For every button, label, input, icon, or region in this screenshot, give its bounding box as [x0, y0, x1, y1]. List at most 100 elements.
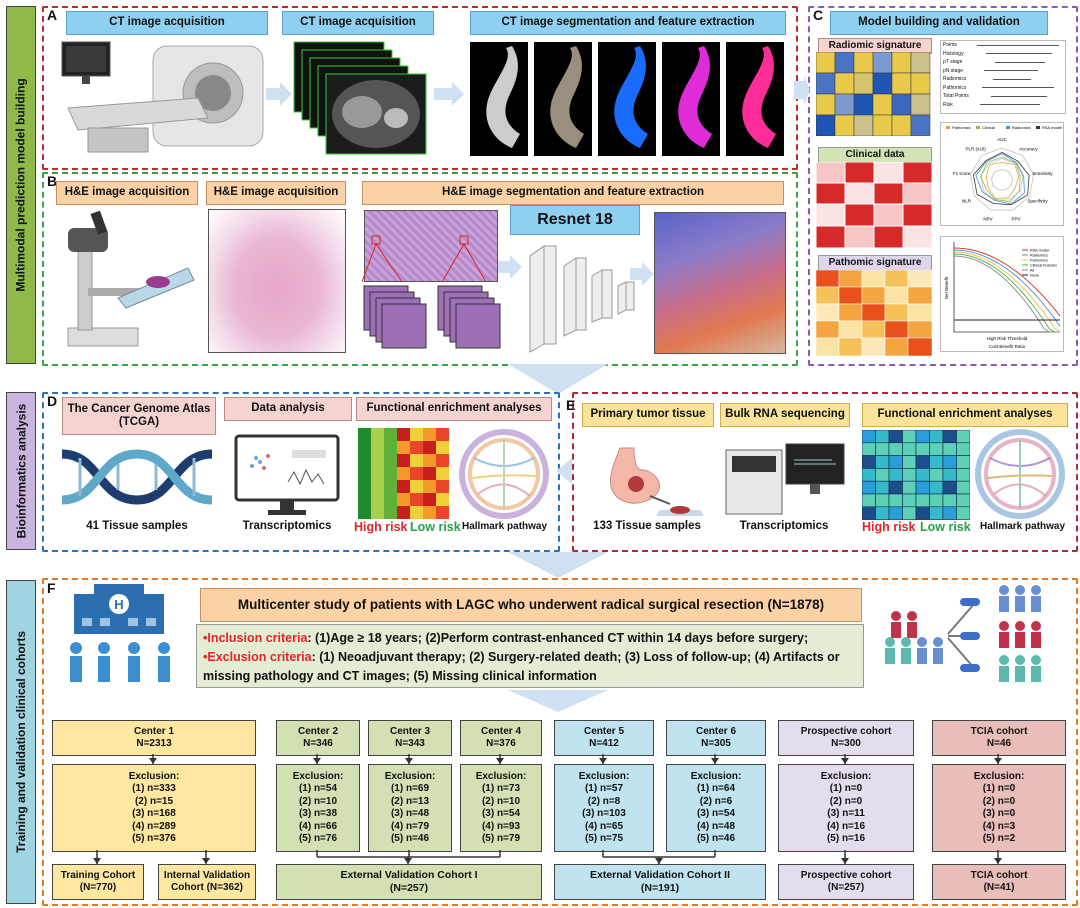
dca-legend-label: RSA model — [1030, 249, 1049, 253]
exclusion-item: (5) n=46 — [390, 833, 430, 844]
computer-monitor-icon — [234, 434, 340, 515]
heatmap-cell — [915, 455, 930, 469]
exclusion-item: (1) n=69 — [390, 783, 430, 794]
heatmap-cell — [423, 480, 436, 493]
exclusion-item: (3) n=168 — [132, 808, 176, 819]
radar-axis-label: F1 score — [953, 171, 971, 176]
radar-legend-label: Pathomics — [952, 125, 971, 130]
exclusion-heading: Exclusion: — [128, 770, 180, 782]
heatmap-cell — [942, 468, 957, 482]
nomogram-scale — [984, 70, 1038, 72]
heatmap-cell — [956, 506, 970, 520]
heatmap-cell — [875, 480, 890, 495]
exclusion-item: (4) n=66 — [298, 820, 338, 832]
exclusion-item: (3) n=38 — [298, 808, 338, 819]
side-label-cohorts: Training and validation clinical cohorts — [6, 580, 36, 904]
panel-a-letter: A — [47, 7, 58, 23]
center-name: Prospective cohort — [800, 726, 892, 737]
heatmap-cell — [915, 506, 930, 520]
heatmap-cell — [915, 468, 930, 482]
heatmap-cell — [358, 467, 371, 480]
stomach-tissue-icon — [609, 447, 704, 516]
pathomic-signature-label: Pathomic signature — [818, 255, 932, 271]
dca-x-label: High Risk Threshold — [987, 336, 1028, 341]
radar-grid — [980, 158, 1024, 201]
exclusion-item: (3) n=0 — [982, 808, 1016, 819]
exclusion-item: (2) n=13 — [390, 795, 430, 807]
heatmap-cell — [436, 493, 449, 506]
radar-axis-label: NLR — [962, 199, 972, 204]
center-name: Center 6 — [695, 726, 736, 737]
panel-e-box-rna-seq: Bulk RNA sequencing — [720, 403, 850, 427]
nomogram-scale — [986, 53, 1052, 55]
nomogram-scale — [982, 87, 1054, 89]
heatmap-cell — [875, 493, 890, 508]
heatmap-cell — [358, 441, 371, 454]
heatmap-cell — [397, 454, 410, 467]
heatmap-cell — [956, 480, 970, 495]
exclusion-item: (5) n=2 — [982, 833, 1016, 844]
tcga-sample-count: 41 Tissue samples — [86, 520, 188, 532]
arrow-b1 — [498, 255, 522, 279]
nomogram-row-label: Points — [943, 42, 957, 49]
nomogram-row-label: Risk — [943, 101, 953, 108]
nomogram-scale — [980, 104, 1040, 106]
exclusion-item: (2) n=10 — [481, 795, 521, 807]
center-exclusion-4: Exclusion:(1) n=73(2) n=10(3) n=54(4) n=… — [460, 764, 542, 852]
heatmap-cell — [397, 441, 410, 454]
exclusion-item: (1) n=64 — [696, 783, 736, 794]
exclusion-item: (2) n=0 — [982, 795, 1016, 807]
radar-legend-label: RSA model — [1042, 125, 1062, 130]
external-validation-1-box: External Validation Cohort I (N=257) — [276, 864, 542, 900]
heatmap-cell — [875, 468, 890, 482]
exclusion-item: (3) n=11 — [827, 808, 865, 819]
dna-icon — [62, 449, 212, 505]
heatmap-cell — [423, 441, 436, 454]
rna-enrichment-heatmap — [862, 430, 970, 520]
heatmap-cell — [423, 428, 436, 441]
heatmap-cell — [956, 493, 970, 508]
rna-sample-count: 133 Tissue samples — [593, 520, 701, 532]
heatmap-cell — [862, 493, 876, 508]
internal-validation-box: Internal Validation Cohort (N=362) — [158, 864, 256, 900]
heatmap-cell — [929, 468, 944, 482]
panel-f — [42, 578, 1078, 906]
radar-grid — [969, 147, 1035, 211]
radar-chart: AUCAccuracySensitivitySpecificityPPVNPVN… — [940, 122, 1064, 226]
heatmap-cell — [915, 442, 930, 456]
center-exclusion-6: Exclusion:(1) n=64(2) n=6(3) n=54(4) n=4… — [666, 764, 766, 852]
heatmap-cell — [888, 442, 903, 456]
rna-hallmark-chord — [975, 429, 1065, 519]
exclusion-label: •Exclusion criteria — [203, 650, 312, 664]
exclusion-item: (5) n=79 — [481, 833, 521, 844]
heatmap-cell — [862, 506, 876, 520]
panel-e-box-enrichment: Functional enrichment analyses — [862, 403, 1068, 427]
segmentation-tiles — [470, 42, 784, 156]
heatmap-cell — [942, 493, 957, 508]
heatmap-cell — [410, 467, 423, 480]
radar-legend-swatch — [976, 126, 980, 129]
radar-axis-label: PPV — [1011, 217, 1020, 222]
panel-e-box-tumor-tissue: Primary tumor tissue — [582, 403, 714, 427]
exclusion-item: (2) n=15 — [134, 795, 174, 807]
exclusion-item: (1) n=73 — [481, 783, 521, 794]
panel-d-letter: D — [47, 393, 58, 409]
panel-c-title: Model building and validation — [830, 11, 1048, 35]
heatmap-cell — [888, 430, 903, 444]
dca-curve — [953, 251, 1061, 333]
exclusion-heading: Exclusion: — [578, 770, 630, 782]
patient-allocation-icon — [885, 585, 1041, 682]
nomogram-row: Total Points — [941, 92, 1065, 101]
radar-axis-label: PLR (x10) — [965, 147, 986, 152]
tcga-hallmark-chord — [459, 429, 549, 519]
heatmap-cell — [358, 480, 371, 493]
center-count: N=412 — [589, 738, 619, 749]
dca-legend-label: All — [1030, 269, 1034, 273]
heatmap-cell — [956, 442, 970, 456]
nomogram-row-label: Radiomics — [943, 76, 967, 83]
radar-legend-swatch — [1006, 126, 1010, 129]
heatmap-cell — [929, 455, 944, 469]
exclusion-heading: Exclusion: — [973, 770, 1025, 782]
inclusion-label: •Inclusion criteria — [203, 631, 308, 645]
pathomic-heatmap — [816, 270, 932, 356]
